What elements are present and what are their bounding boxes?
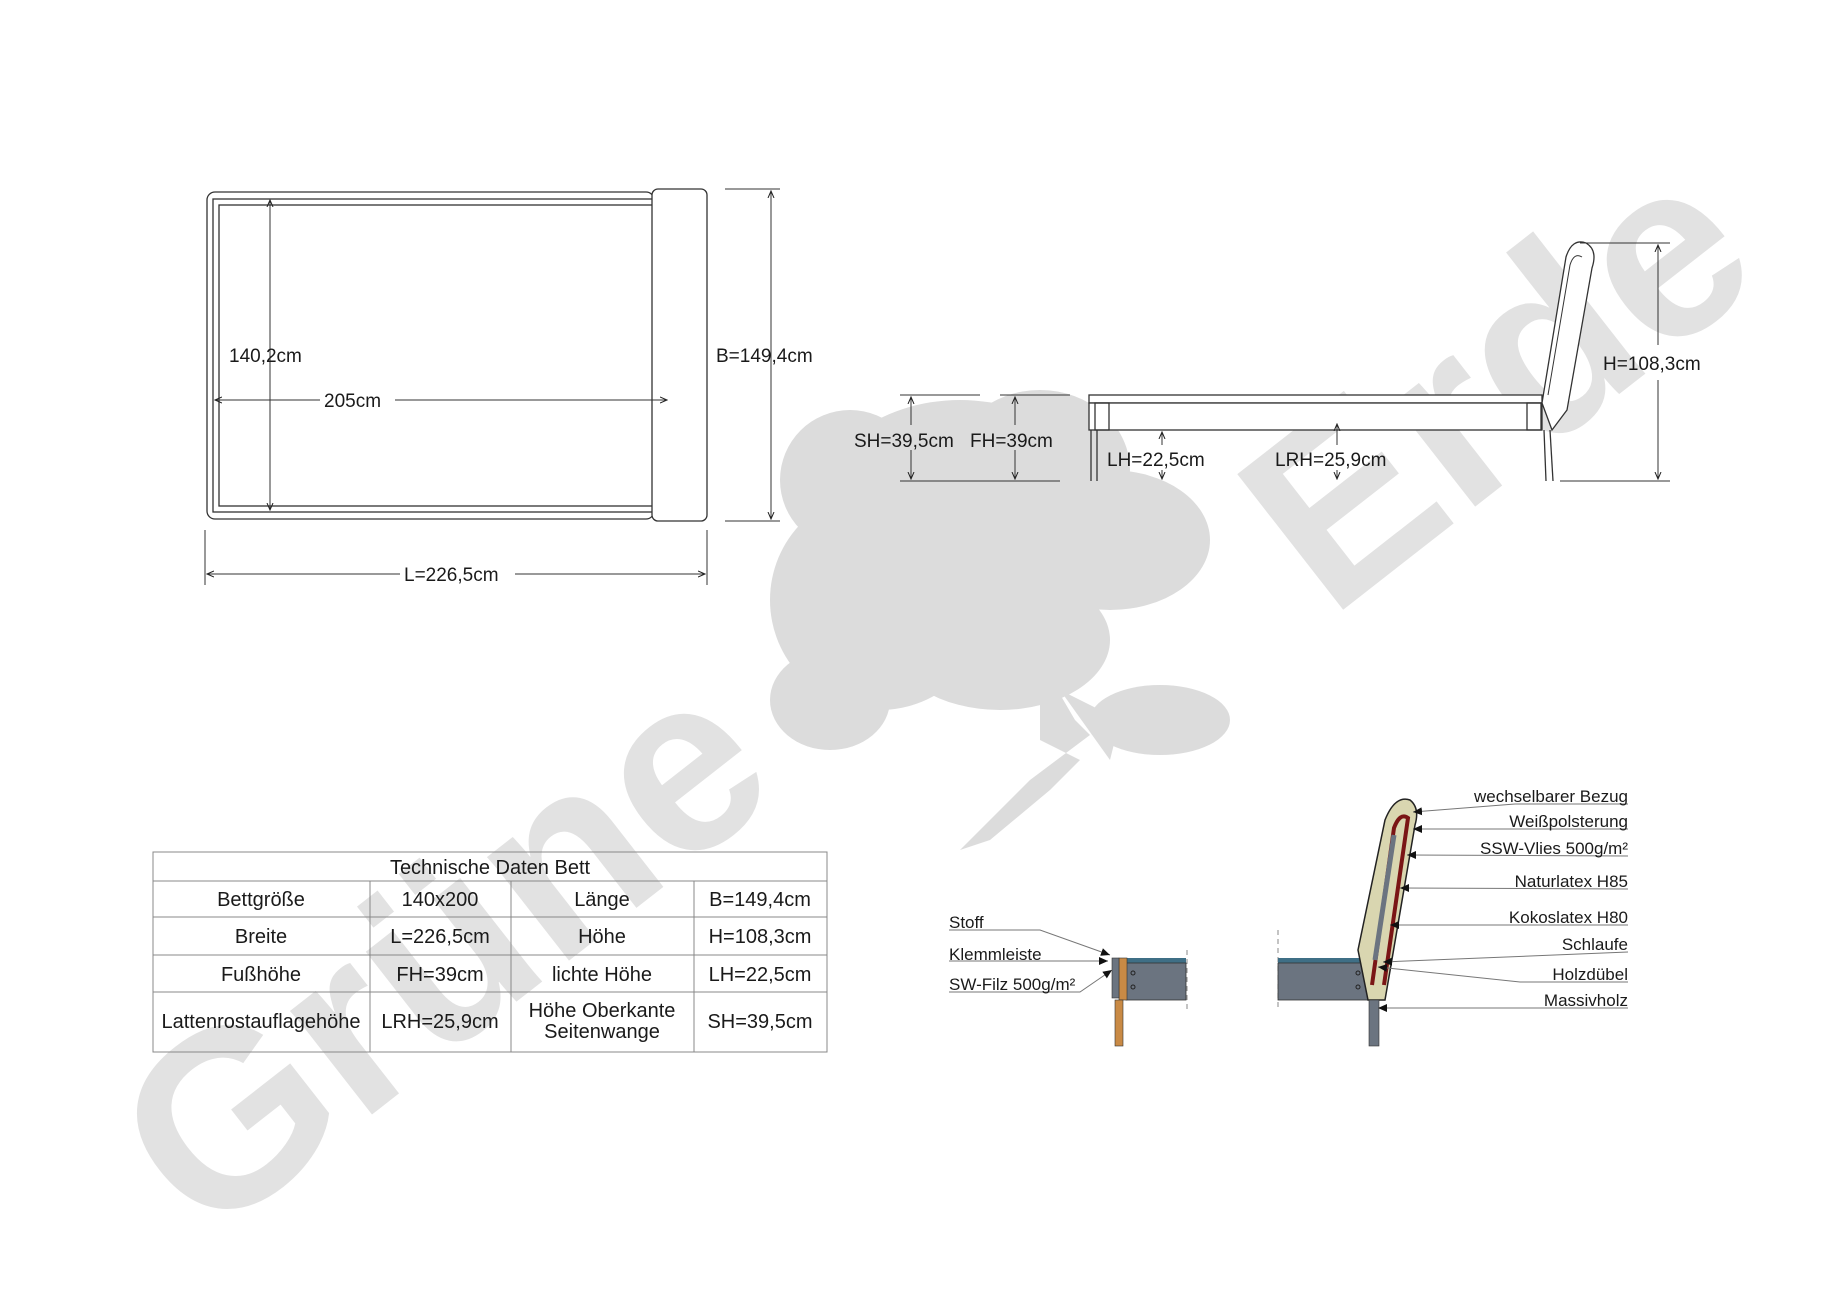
label-klemmleiste: Klemmleiste <box>949 945 1042 964</box>
dim-total-width: B=149,4cm <box>716 346 813 367</box>
side-view <box>900 241 1670 482</box>
table-cell: Bettgröße <box>217 889 305 911</box>
dim-inner-length: 205cm <box>324 391 381 412</box>
tree-silhouette <box>770 390 1230 850</box>
tech-data-table <box>152 851 828 1053</box>
table-cell: Lattenrostauflagehöhe <box>161 1011 360 1033</box>
watermark: Grüne Erde <box>66 100 1801 1287</box>
dim-h: H=108,3cm <box>1603 354 1701 375</box>
headboard-top <box>651 188 708 522</box>
label-massivholz: Massivholz <box>1544 991 1628 1010</box>
dim-total-length: L=226,5cm <box>404 565 499 586</box>
table-cell: L=226,5cm <box>390 926 490 948</box>
watermark-word-1: Grüne <box>66 614 818 1287</box>
label-weisspolsterung: Weißpolsterung <box>1509 812 1628 831</box>
table-cell: Höhe Oberkante <box>529 1000 676 1022</box>
label-holzduebel: Holzdübel <box>1552 965 1628 984</box>
label-stoff: Stoff <box>949 913 984 932</box>
dim-fh: FH=39cm <box>970 431 1053 452</box>
table-cell: LRH=25,9cm <box>381 1011 498 1033</box>
table-cell: Breite <box>235 926 287 948</box>
label-bezug: wechselbarer Bezug <box>1473 787 1628 806</box>
label-kokoslatex: Kokoslatex H80 <box>1509 908 1628 927</box>
table-title: Technische Daten Bett <box>390 857 591 879</box>
table-cell: SH=39,5cm <box>707 1011 812 1033</box>
table-cell: lichte Höhe <box>552 964 652 986</box>
table-cell: FH=39cm <box>396 964 483 986</box>
dim-sh: SH=39,5cm <box>854 431 954 452</box>
dim-lh: LH=22,5cm <box>1107 450 1205 471</box>
label-schlaufe: Schlaufe <box>1562 935 1628 954</box>
watermark-word-2: Erde <box>1191 100 1801 662</box>
table-cell: Länge <box>574 889 630 911</box>
label-ssw-vlies: SSW-Vlies 500g/m² <box>1480 839 1628 858</box>
detail-right-section: wechselbarer Bezug Weißpolsterung SSW-Vl… <box>1277 787 1628 1047</box>
top-view <box>204 188 780 585</box>
dim-inner-width: 140,2cm <box>229 346 302 367</box>
label-naturlatex: Naturlatex H85 <box>1515 872 1628 891</box>
table-cell: Fußhöhe <box>221 964 301 986</box>
table-cell: H=108,3cm <box>709 926 812 948</box>
table-cell: Höhe <box>578 926 626 948</box>
table-cell: 140x200 <box>402 889 479 911</box>
table-cell: B=149,4cm <box>709 889 811 911</box>
dim-lrh: LRH=25,9cm <box>1275 450 1386 471</box>
table-cell: LH=22,5cm <box>709 964 812 986</box>
label-sw-filz: SW-Filz 500g/m² <box>949 975 1076 994</box>
detail-left-section: Stoff Klemmleiste SW-Filz 500g/m² <box>949 913 1188 1047</box>
table-cell: Seitenwange <box>544 1021 660 1043</box>
